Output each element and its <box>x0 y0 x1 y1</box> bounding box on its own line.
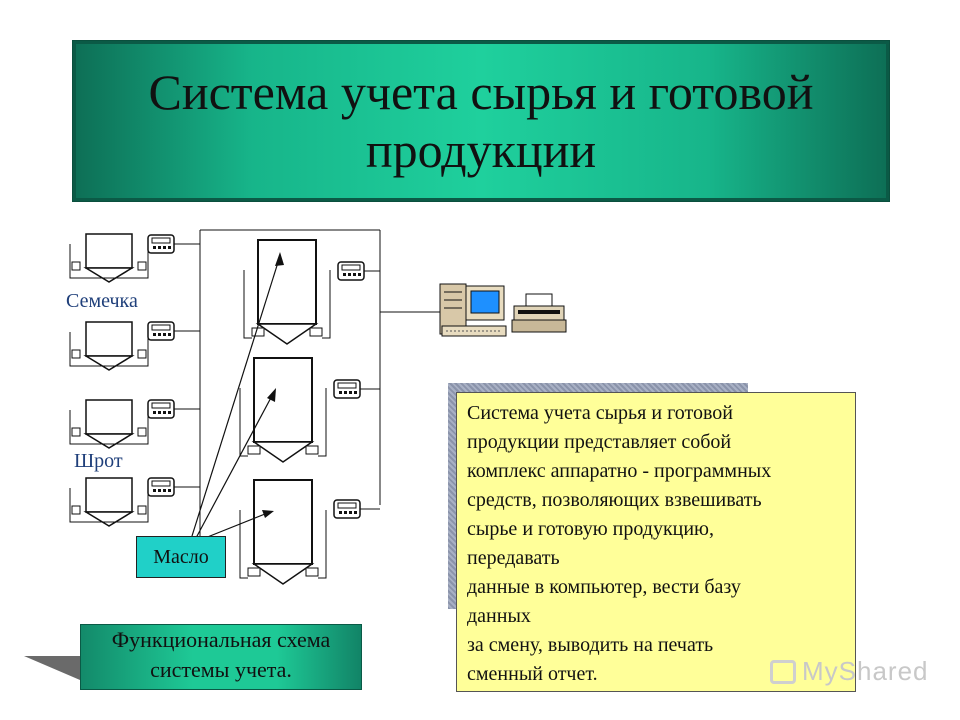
caption-line-1: Функциональная схема <box>111 627 331 652</box>
label-shrot: Шрот <box>74 450 123 472</box>
scale-terminal-3 <box>147 399 175 419</box>
hopper-3 <box>69 399 149 449</box>
description-line: передавать <box>467 547 560 569</box>
arrow-to-bin-3 <box>199 510 274 541</box>
label-semechka: Семечка <box>66 290 138 312</box>
scale-terminal-2 <box>147 321 175 341</box>
description-line: данные в компьютер, вести базу <box>467 576 741 598</box>
description-line: за смену, выводить на печать <box>467 634 714 656</box>
description-line: данных <box>467 605 531 627</box>
scale-terminal-1 <box>147 234 175 254</box>
arrow-to-bin-1 <box>191 252 284 537</box>
watermark-text: MyShared <box>802 656 929 686</box>
watermark-icon <box>770 660 796 684</box>
bin-3 <box>239 479 327 585</box>
label-maslo: Масло <box>136 536 226 578</box>
computer-icon <box>439 283 507 337</box>
description-line: сырье и готовую продукцию, <box>467 518 715 540</box>
scale-terminal-5 <box>337 261 365 281</box>
description-line: средств, позволяющих взвешивать <box>467 489 762 511</box>
arrow-to-bin-2 <box>195 388 276 539</box>
description-line: сменный отчет. <box>467 663 598 685</box>
scale-terminal-4 <box>147 477 175 497</box>
description-line: Система учета сырья и готовой <box>467 402 733 424</box>
hopper-1 <box>69 233 149 283</box>
printer-icon <box>511 293 567 333</box>
slide-title: Система учета сырья и готовой продукции <box>148 64 814 178</box>
caption-box: Функциональная схема системы учета. <box>80 624 362 690</box>
scale-terminal-7 <box>333 499 361 519</box>
scale-terminal-6 <box>333 379 361 399</box>
description-line: продукции представляет собой <box>467 431 732 453</box>
title-banner: Система учета сырья и готовой продукции <box>72 40 890 202</box>
hopper-4 <box>69 477 149 527</box>
bin-2 <box>239 357 327 463</box>
caption-line-2: системы учета. <box>150 657 292 682</box>
description-box: Система учета сырья и готовой продукции … <box>456 392 856 692</box>
hopper-2 <box>69 321 149 371</box>
description-line: комплекс аппаратно - программных <box>467 460 772 482</box>
